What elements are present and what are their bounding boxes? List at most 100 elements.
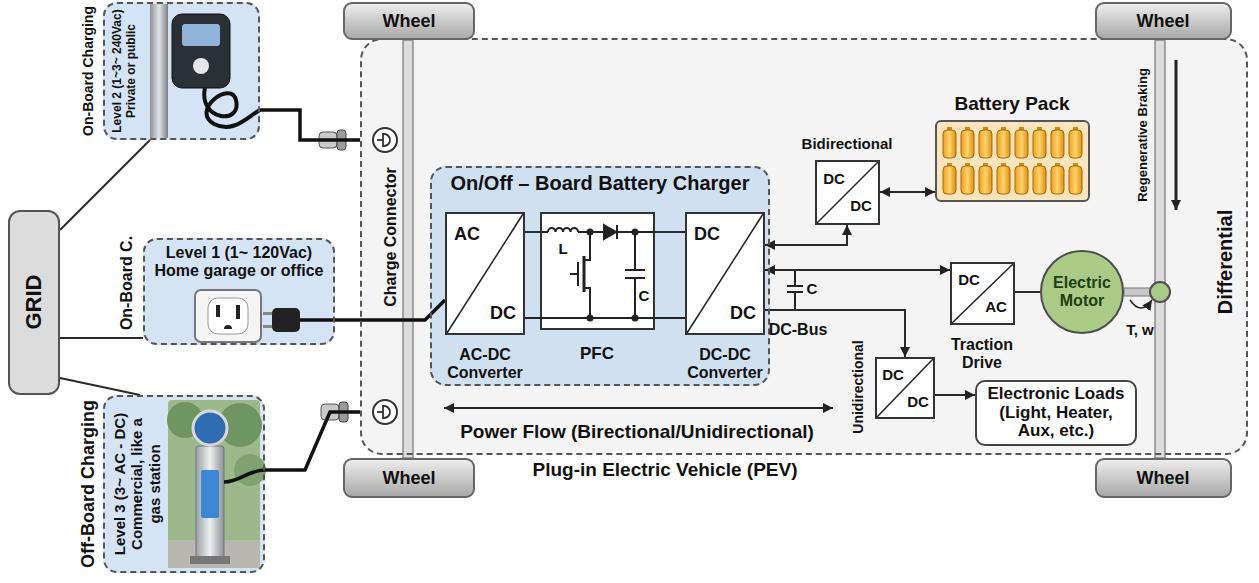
axle [403,40,1165,458]
grid-box: GRID [8,210,60,395]
wall-outlet-picture [263,312,272,315]
battery-cells [943,130,956,158]
battery-cells [1015,130,1028,158]
box-label: Wheel [1136,11,1189,32]
wall-outlet-picture [195,290,335,342]
fast-charger-picture [201,470,219,518]
charge-connector-symbol [377,411,383,413]
charger-group: On/Off – Board Battery ChargerACDCAC-DC … [430,166,770,386]
bus-label: DC-Bus [769,321,828,339]
fast-charger-picture [196,446,224,560]
wheel: Wheel [1095,2,1232,40]
charge-connector-symbol [377,139,383,141]
battery-cells [1069,166,1082,194]
motor-shaft [1124,288,1152,296]
converter-diagonal [877,359,933,417]
box-label: L [558,240,567,257]
connector [525,231,540,233]
box-label: Wheel [382,11,435,32]
battery-cells [1015,166,1028,194]
box-label: AC [985,298,1007,315]
charging-level-panel: Off-Board ChargingLevel 3 (3~ AC - DC) C… [103,395,265,573]
wall-outlet-picture [236,305,240,319]
converter-diagonal [447,214,523,333]
box-label: AC [454,224,480,245]
wheel: Wheel [1095,458,1232,498]
pfc-circuit [588,230,593,235]
box-label: Wheel [1136,468,1189,489]
box-label: Level 1 (1~ 120Vac) Home garage or offic… [150,244,328,281]
battery-cells [1051,166,1064,194]
box-heading: Traction Drive [942,336,1022,373]
differential-gear [1150,282,1170,302]
level2-charger-picture [150,4,168,138]
inverter-box: DCACTraction Drive [950,262,1015,325]
box-label: On/Off – Board Battery Charger [451,172,750,195]
electric-motor: Electric Motor [1040,250,1124,334]
converter-wire [525,317,685,319]
wall-outlet-picture [300,318,335,322]
connector [765,225,847,245]
connector [60,140,150,230]
wall-outlet-picture [216,305,220,317]
connector [60,337,143,339]
box-label: DC [730,303,756,324]
pfc-circuit-box: LCPFC [540,212,655,330]
battery-cells [1033,130,1046,158]
fast-charger-picture [167,400,266,568]
torque-speed-label: T, w [1126,321,1154,338]
battery-cells [961,166,974,194]
pfc-circuit [548,228,578,232]
level2-charger-picture [182,24,220,46]
axle [1155,40,1165,458]
wall-outlet-picture [195,290,261,342]
charge-connector-symbol [373,128,397,152]
charging-cable [260,110,360,140]
box-heading: DC-DC Converter [682,346,768,383]
box-heading: Plug-in Electric Vehicle (PEV) [532,459,797,481]
capacitor-label: C [807,280,818,297]
battery-cells [943,127,1082,194]
vehicle-ground [360,38,1248,455]
battery-cells [961,130,974,158]
charging-level-panel: On-Board C.Level 1 (1~ 120Vac) Home gara… [143,238,335,345]
battery-cells [979,130,992,158]
pfc-circuit [588,316,593,321]
box-label: DC [907,393,929,410]
level2-charger-picture [204,88,260,127]
panel-ground [143,238,335,345]
box-heading: PFC [580,344,614,364]
charge-connector-symbol [383,406,390,418]
box-label: GRID [21,275,46,330]
pfc-circuit [604,225,616,239]
box-heading: Unidirectional [850,340,866,433]
converter-box: UnidirectionalDCDC [875,357,935,419]
box-label: DC [958,271,980,288]
torque-arrow [1130,300,1152,308]
fast-charger-picture [193,411,227,445]
pfc-circuit [540,225,655,321]
box-label: Electric Motor [1046,274,1118,311]
wall-outlet-picture [272,308,300,332]
pfc-circuit [583,256,586,292]
connector [1015,291,1040,293]
box-label: C [639,287,650,304]
charge-connector-symbol [373,400,397,424]
charge-connector-symbol [373,128,397,152]
box-label: Wheel [382,468,435,489]
panel-ground [103,395,265,573]
connector [655,231,685,233]
differential-label: Differential [1214,210,1237,314]
pfc-circuit [540,231,548,233]
power-flow-arrow [444,407,833,409]
box-heading: On-Board C. [118,236,136,330]
fast-charger-picture [224,470,265,482]
battery-cells [1051,130,1064,158]
converter-diagonal [952,264,1013,323]
box-label: DC [490,303,516,324]
connector [935,394,975,396]
pfc-circuit [542,214,653,328]
wall-outlet-picture [208,298,248,334]
power-flow-label: Power Flow (Birectional/Unidirectional) [460,421,814,443]
